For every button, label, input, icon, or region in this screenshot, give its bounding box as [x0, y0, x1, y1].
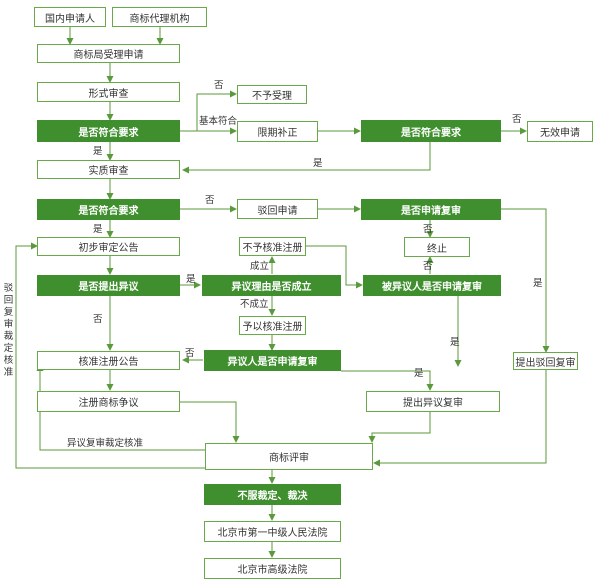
label-reviewq-no: 否: [423, 224, 433, 235]
line-q1-no: [180, 90, 237, 132]
label-opponentq-yes: 是: [414, 368, 424, 379]
node-meets-req-2: 是否符合要求: [361, 120, 501, 142]
node-beijing-first-court: 北京市第一中级人民法院: [204, 521, 341, 542]
label-q3-no: 否: [205, 195, 215, 206]
node-meets-req-1: 是否符合要求: [37, 120, 180, 142]
label-oppq-yes: 是: [186, 274, 196, 285]
node-formal-review: 形式审查: [37, 82, 180, 102]
label-q1-basic: 基本符合: [199, 116, 238, 127]
node-reject-application: 驳回申请: [237, 199, 318, 219]
line-oppreview-to-board: [368, 412, 431, 443]
node-opposition-review-req: 提出异议复审: [366, 391, 500, 412]
label-opposition-approved: 异议复审裁定核准: [67, 438, 144, 449]
node-opposition-valid-q: 异议理由是否成立: [202, 275, 341, 296]
node-office-accept: 商标局受理申请: [37, 44, 180, 63]
label-reviewq-yes: 是: [533, 278, 543, 289]
node-applicant-domestic: 国内申请人: [34, 7, 106, 27]
node-invalid-application: 无效申请: [527, 121, 593, 142]
node-reg-dispute: 注册商标争议: [37, 391, 180, 412]
node-reject-review-req: 提出驳回复审: [513, 352, 578, 370]
line-rejectreview-to-board: [373, 370, 547, 467]
line-opponentq-yes: [341, 370, 434, 391]
node-correct-deadline: 限期补正: [237, 121, 318, 142]
node-board-review: 商标评审: [205, 443, 373, 470]
node-meets-req-3: 是否符合要求: [37, 199, 180, 220]
line-q2-yes: [182, 142, 431, 174]
label-q1-yes: 是: [93, 146, 103, 157]
node-approval-announce: 核准注册公告: [37, 351, 180, 370]
label-q2-no: 否: [512, 114, 522, 125]
node-opposed-review-q: 被异议人是否申请复审: [363, 275, 501, 296]
line-board-reject-approved: [15, 242, 205, 469]
node-substantive-review: 实质审查: [37, 160, 180, 179]
node-opposition-filed-q: 是否提出异议: [37, 275, 180, 296]
label-reject-review-approved: 驳回复审裁定核准: [3, 283, 14, 378]
label-invalid: 不成立: [240, 299, 269, 310]
node-approve-registration: 予以核准注册: [239, 316, 306, 335]
label-q3-yes: 是: [93, 224, 103, 235]
node-not-accepted: 不予受理: [237, 85, 307, 104]
node-apply-review-q: 是否申请复审: [361, 199, 501, 220]
label-q2-yes: 是: [313, 158, 323, 169]
label-valid: 成立: [250, 261, 270, 272]
line-reviewq-yes: [501, 208, 550, 353]
node-dissatisfied: 不服裁定、裁决: [204, 484, 341, 505]
label-oppq-no: 否: [93, 314, 103, 325]
label-opposedq-yes: 是: [450, 337, 460, 348]
line-refuse-to-opposedq: [306, 245, 363, 289]
label-opposedq-no: 否: [423, 261, 433, 272]
node-terminate: 终止: [404, 237, 470, 257]
node-agent: 商标代理机构: [112, 7, 207, 27]
label-opponentq-no: 否: [185, 348, 195, 359]
line-dispute-to-board: [180, 401, 240, 443]
node-refuse-registration: 不予核准注册: [239, 237, 306, 256]
node-opponent-review-q: 异议人是否申请复审: [204, 350, 341, 371]
label-q1-no: 否: [214, 80, 224, 91]
node-beijing-high-court: 北京市高级法院: [204, 558, 341, 579]
node-prelim-announce: 初步审定公告: [37, 237, 180, 256]
